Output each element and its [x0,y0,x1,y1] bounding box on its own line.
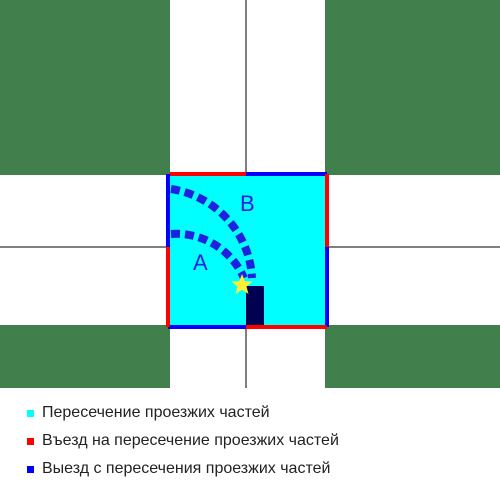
intersection-diagram: A B [0,0,500,388]
grass-top-left [0,0,170,175]
path-label-a: A [193,250,208,275]
legend-swatch-entry [27,437,34,445]
legend-swatch-intersection [27,409,34,417]
legend-item-intersection: Пересечение проезжих частей [27,403,270,423]
legend-item-entry: Въезд на пересечение проезжих частей [27,431,339,451]
grass-top-right [325,0,500,175]
legend-label-entry: Въезд на пересечение проезжих частей [42,432,339,449]
legend-swatch-exit [27,465,34,473]
legend-item-exit: Выезд с пересечения проезжих частей [27,459,330,479]
legend: Пересечение проезжих частей Въезд на пер… [0,388,500,500]
turn-path-b [170,185,256,279]
grass-bottom-right [325,325,500,388]
path-label-b: B [240,191,255,216]
legend-label-intersection: Пересечение проезжих частей [42,404,270,421]
turn-path-a [170,229,248,280]
star-icon [231,274,253,294]
grass-bottom-left [0,325,170,388]
legend-label-exit: Выезд с пересечения проезжих частей [42,460,331,477]
car-icon [246,286,264,325]
